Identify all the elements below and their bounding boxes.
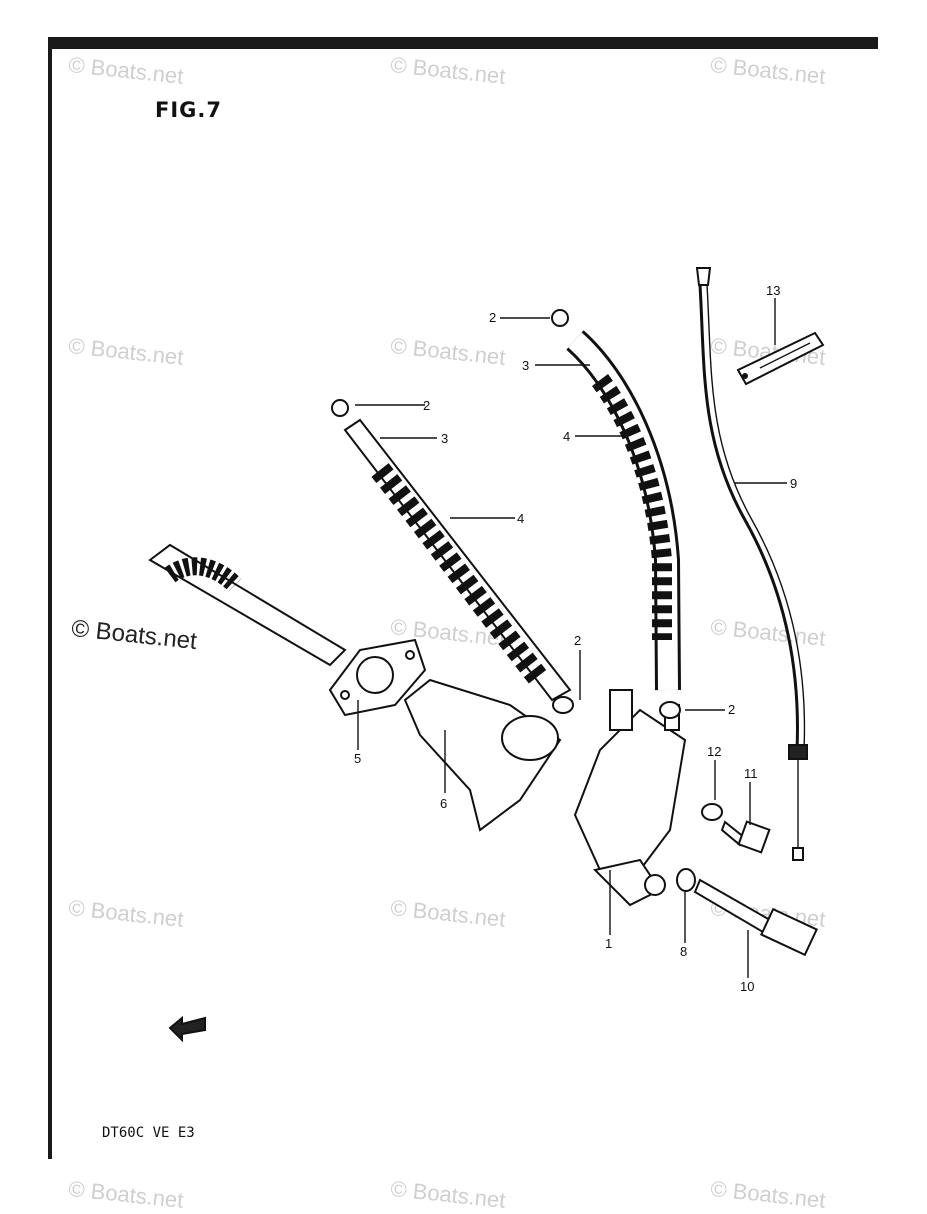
part-9-cable: [695, 267, 808, 861]
callout-3: 3: [522, 358, 529, 373]
figure-title: FIG.7: [155, 98, 222, 122]
callout-13: 13: [766, 283, 780, 298]
callout-3: 3: [441, 431, 448, 446]
shaft-assembly: [148, 543, 347, 667]
part-6-elbow: [403, 678, 562, 832]
clamp: [659, 701, 681, 719]
callout-10: 10: [740, 979, 754, 994]
part-1-pump-body: [573, 689, 687, 907]
part-10-bolt: [693, 878, 818, 957]
part-12-washer: [701, 803, 723, 821]
top-border-bar: [48, 37, 878, 49]
callout-11: 11: [744, 766, 758, 781]
clamp: [552, 696, 574, 714]
callout-12: 12: [707, 744, 721, 759]
callout-1: 1: [605, 936, 612, 951]
callout-2: 2: [423, 398, 430, 413]
left-border-rule: [48, 49, 52, 1159]
callout-9: 9: [790, 476, 797, 491]
callout-6: 6: [440, 796, 447, 811]
part-8-washer: [676, 868, 696, 892]
right-hose: [551, 309, 681, 691]
callout-2: 2: [574, 633, 581, 648]
left-hose: [331, 399, 572, 702]
part-11-bolt: [720, 820, 771, 854]
callout-2: 2: [728, 702, 735, 717]
part-13-bracket: [736, 331, 825, 386]
callout-8: 8: [680, 944, 687, 959]
callout-4: 4: [517, 511, 524, 526]
callout-2: 2: [489, 310, 496, 325]
model-code: DT60C VE E3: [102, 1125, 195, 1141]
part-5-gasket: [328, 638, 427, 717]
callout-5: 5: [354, 751, 361, 766]
callout-4: 4: [563, 429, 570, 444]
leader-lines: [355, 298, 787, 978]
forward-arrow-symbol: [168, 1015, 206, 1043]
